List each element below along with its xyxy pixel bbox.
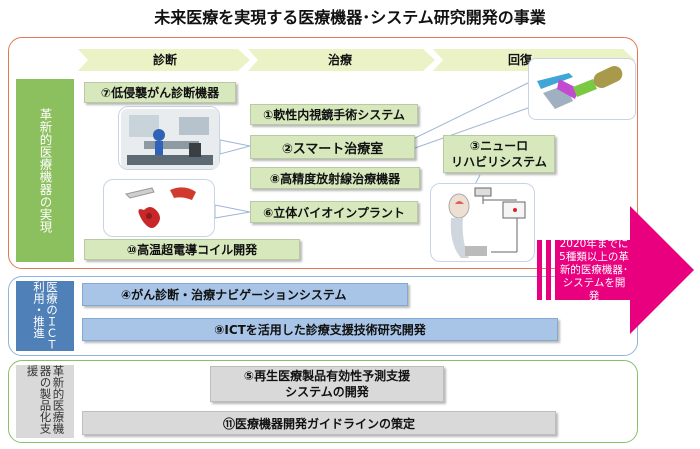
phase-arrow-treatment [248, 49, 435, 71]
project-4-box: ④がん診断・治療ナビゲーションシステム [82, 283, 408, 306]
page-title: 未来医療を実現する医療機器･システム研究開発の事業 [154, 8, 546, 27]
project-8-box: ⑧高精度放射線治療機器 [250, 167, 420, 189]
goal-arrow [537, 206, 694, 334]
phase-label-recovery: 回復 [507, 52, 532, 67]
treatment-room-photo [118, 106, 220, 170]
implant-photo [103, 179, 215, 237]
neuro-rehab-photo [430, 183, 535, 262]
project-10-box: ⑩高温超電導コイル開発 [84, 239, 300, 260]
project-9-box: ⑨ICTを活用した診療支援技術研究開発 [82, 318, 558, 341]
project-2-box: ②スマート治療室 [250, 135, 415, 159]
phase-label-diagnosis: 診断 [152, 52, 177, 67]
endoscope-robot-photo [528, 58, 636, 120]
goal-text: 2020年までに5種類以上の革新的医療機器･システムを開発 [559, 238, 629, 302]
phase-label-treatment: 治療 [327, 52, 352, 67]
project-1-box: ①軟性内視鏡手術システム [250, 104, 418, 125]
project-6-box: ⑥立体バイオインプラント [250, 201, 418, 223]
implant-image [125, 187, 196, 228]
project-7-box: ⑦低侵襲がん診断機器 [84, 82, 236, 103]
innovation-section-label: 革新的医療機器の実現 [16, 79, 74, 262]
phase-arrow-diagnosis [78, 49, 250, 71]
support-section-label: 革新的医療機器の製品化支援 [16, 365, 74, 438]
project-3-box: ③ニューロ リハビリシステム [443, 135, 555, 173]
ict-section-label: 医療のＩＣＴ利用・推進 [16, 281, 74, 351]
robot-image [537, 66, 623, 109]
project-11-box: ⑪医療機器開発ガイドラインの策定 [82, 411, 556, 435]
rehab-image [448, 187, 526, 258]
goal-arrow-shape [555, 206, 694, 334]
surgery-room-image [121, 109, 219, 169]
goal-arrow-stripe-1 [537, 240, 542, 300]
goal-arrow-stripe-2 [546, 240, 551, 300]
project-5-box: ⑤再生医療製品有効性予測支援 システムの開発 [210, 366, 444, 402]
